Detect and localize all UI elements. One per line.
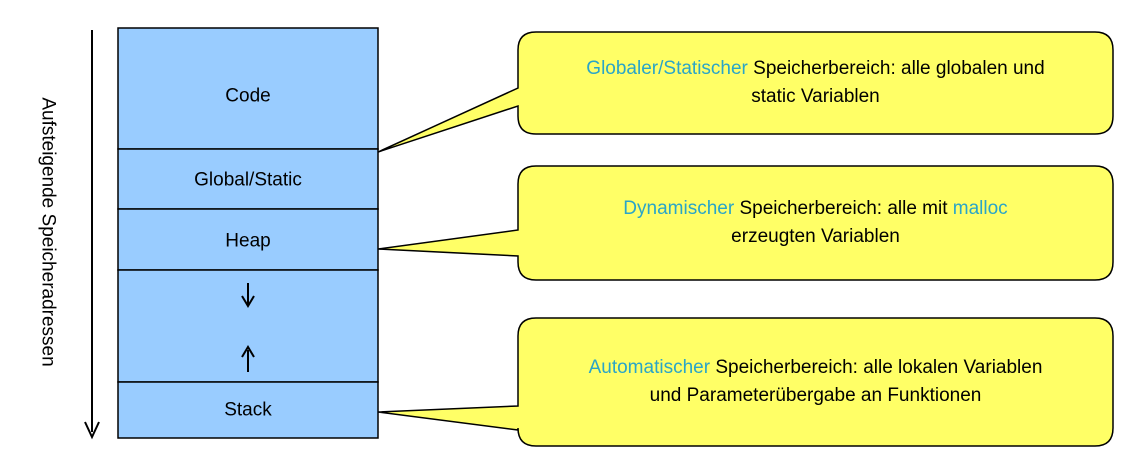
callout-automatic-bubble [377,317,1114,447]
segment-stack-label: Stack [224,400,272,421]
callout-global-text: Globaler/Statischer Speicherbereich: all… [518,32,1113,134]
callout-dynamic-highlight: Dynamischer [623,198,735,219]
callout-dynamic-malloc: malloc [952,198,1008,219]
callout-dynamic-text: Dynamischer Speicherbereich: alle mit ma… [518,166,1113,280]
callout-automatic-highlight: Automatischer [588,357,711,378]
heap-growth-arrow-down [241,283,255,308]
segment-heap-label: Heap [225,231,270,252]
segment-code-label: Code [225,86,270,107]
segment-stack [117,381,379,439]
callout-automatic-line2: und Parameterübergabe an Funktionen [649,385,982,406]
side-label: Aufsteigende Speicheradressen [38,97,59,366]
callout-global-line2: static Variablen [751,86,880,107]
callout-dynamic-bubble [377,165,1114,281]
callout-global-bubble [377,31,1114,153]
segment-code [117,27,379,150]
callout-global-highlight: Globaler/Statischer [586,58,748,79]
stack-growth-arrow-up [241,345,255,372]
address-direction-arrow [84,30,100,440]
callout-dynamic-line2: erzeugten Variablen [731,226,900,247]
callout-automatic-line1: Speicherbereich: alle lokalen Variablen [710,357,1043,378]
segment-heap [117,208,379,271]
segment-global-static-label: Global/Static [194,170,302,191]
callout-dynamic-line1: Speicherbereich: alle mit [734,198,953,219]
callout-global-line1: Speicherbereich: alle globalen und [747,58,1045,79]
callout-automatic-text: Automatischer Speicherbereich: alle loka… [518,318,1113,446]
